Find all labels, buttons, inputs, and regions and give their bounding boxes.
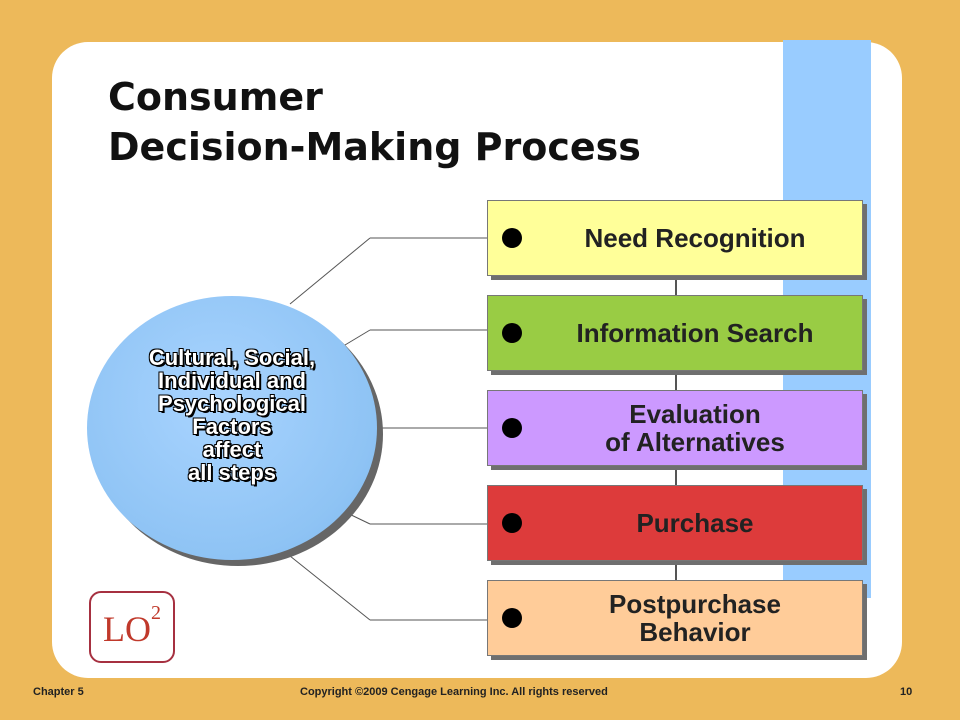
- learning-objective-badge: LO2: [89, 591, 175, 663]
- factors-line: Psychological: [158, 391, 306, 416]
- step-label: Purchase: [528, 486, 862, 560]
- footer-copyright: Copyright ©2009 Cengage Learning Inc. Al…: [300, 686, 608, 698]
- step-label-line: Information Search: [576, 318, 814, 348]
- factors-text: Cultural, Social, Individual and Psychol…: [87, 346, 377, 484]
- factors-circle: [87, 296, 377, 560]
- step-purchase: Purchase: [487, 485, 863, 561]
- step-label: Postpurchase Behavior: [528, 581, 862, 655]
- bullet-icon: [502, 513, 522, 533]
- footer-chapter: Chapter 5: [33, 686, 84, 698]
- connector-line-5: [289, 555, 371, 621]
- step-evaluation-of-alternatives: Evaluation of Alternatives: [487, 390, 863, 466]
- slide-title: Consumer Decision-Making Process: [108, 72, 641, 172]
- bullet-icon: [502, 418, 522, 438]
- step-label-line: Need Recognition: [584, 223, 806, 253]
- badge-text: LO: [103, 609, 151, 649]
- factors-line: Cultural, Social,: [148, 345, 316, 370]
- bullet-icon: [502, 228, 522, 248]
- bullet-icon: [502, 323, 522, 343]
- step-label-line: Behavior: [639, 617, 751, 647]
- factors-line: affect: [202, 437, 262, 462]
- connector-line-2: [344, 329, 371, 346]
- step-label-line: Postpurchase: [609, 589, 781, 619]
- step-information-search: Information Search: [487, 295, 863, 371]
- step-need-recognition: Need Recognition: [487, 200, 863, 276]
- footer-page-number: 10: [900, 686, 913, 698]
- connector-line-1: [289, 237, 371, 305]
- factors-line: all steps: [187, 460, 277, 485]
- title-line-1: Consumer: [108, 75, 323, 119]
- step-label-line: Purchase: [636, 508, 754, 538]
- step-label: Evaluation of Alternatives: [528, 391, 862, 465]
- factors-line: Factors: [192, 414, 272, 439]
- title-line-2: Decision-Making Process: [108, 125, 641, 169]
- step-postpurchase-behavior: Postpurchase Behavior: [487, 580, 863, 656]
- step-label-line: of Alternatives: [605, 427, 785, 457]
- badge-superscript: 2: [151, 602, 161, 624]
- step-label: Information Search: [528, 296, 862, 370]
- factors-line: Individual and: [158, 368, 306, 393]
- step-label-line: Evaluation: [629, 399, 761, 429]
- bullet-icon: [502, 608, 522, 628]
- step-label: Need Recognition: [528, 201, 862, 275]
